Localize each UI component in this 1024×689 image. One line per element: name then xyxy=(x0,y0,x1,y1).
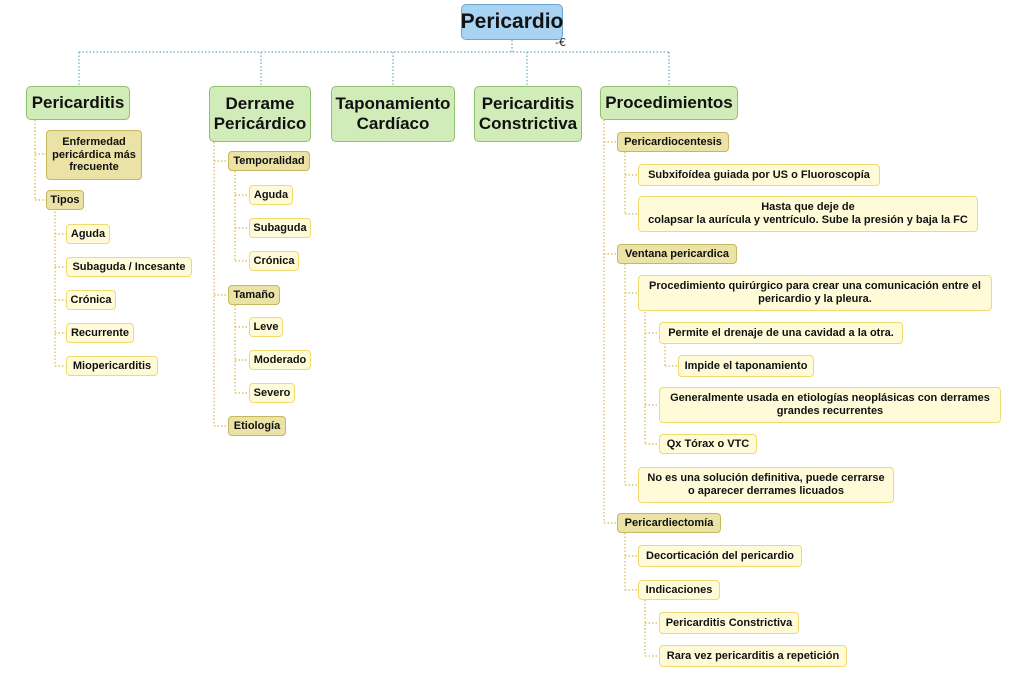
leaf-temporalidad-subaguda[interactable]: Subaguda xyxy=(249,218,311,238)
leaf-no-definitiva[interactable]: No es una solución definitiva, puede cer… xyxy=(638,467,894,503)
leaf-impide-taponamiento[interactable]: Impide el taponamiento xyxy=(678,355,814,377)
leaf-procedimiento-quirurgico[interactable]: Procedimiento quirúrgico para crear una … xyxy=(638,275,992,311)
leaf-temporalidad-aguda[interactable]: Aguda xyxy=(249,185,293,205)
leaf-neoplasicas[interactable]: Generalmente usada en etiologías neoplás… xyxy=(659,387,1001,423)
no-definitiva-label: No es una solución definitiva, puede cer… xyxy=(647,472,885,497)
neoplasicas-label: Generalmente usada en etiologías neoplás… xyxy=(670,392,990,417)
leaf-drenaje[interactable]: Permite el drenaje de una cavidad a la o… xyxy=(659,322,903,344)
branch-derrame-pericardico[interactable]: Derrame Pericárdico xyxy=(209,86,311,142)
leaf-indicacion-repeticion[interactable]: Rara vez pericarditis a repetición xyxy=(659,645,847,667)
branch-pericarditis[interactable]: Pericarditis xyxy=(26,86,130,120)
procedimiento-quirurgico-label: Procedimiento quirúrgico para crear una … xyxy=(649,280,981,305)
leaf-hasta-que-deje[interactable]: Hasta que deje de colapsar la aurícula y… xyxy=(638,196,978,232)
leaf-decorticacion[interactable]: Decorticación del pericardio xyxy=(638,545,802,567)
leaf-indicacion-constrictiva[interactable]: Pericarditis Constrictiva xyxy=(659,612,799,634)
leaf-temporalidad-cronica[interactable]: Crónica xyxy=(249,251,299,271)
leaf-tipo-recurrente[interactable]: Recurrente xyxy=(66,323,134,343)
node-tipos[interactable]: Tipos xyxy=(46,190,84,210)
leaf-tipo-miopericarditis[interactable]: Miopericarditis xyxy=(66,356,158,376)
leaf-qx-torax[interactable]: Qx Tórax o VTC xyxy=(659,434,757,454)
leaf-tipo-cronica[interactable]: Crónica xyxy=(66,290,116,310)
leaf-subxifoidea[interactable]: Subxifoídea guiada por US o Fluoroscopía xyxy=(638,164,880,186)
node-tamano[interactable]: Tamaño xyxy=(228,285,280,305)
leaf-tipo-subaguda[interactable]: Subaguda / Incesante xyxy=(66,257,192,277)
leaf-tipo-aguda[interactable]: Aguda xyxy=(66,224,110,244)
leaf-tamano-moderado[interactable]: Moderado xyxy=(249,350,311,370)
leaf-tamano-leve[interactable]: Leve xyxy=(249,317,283,337)
leaf-indicaciones[interactable]: Indicaciones xyxy=(638,580,720,600)
branch-constrictiva-label: Pericarditis Constrictiva xyxy=(478,93,578,133)
node-ventana-pericardica[interactable]: Ventana pericardica xyxy=(617,244,737,264)
enfermedad-label: Enfermedad pericárdica más frecuente xyxy=(52,135,136,174)
hasta-que-deje-label: Hasta que deje de colapsar la aurícula y… xyxy=(648,201,968,226)
node-temporalidad[interactable]: Temporalidad xyxy=(228,151,310,171)
collapse-marker[interactable]: -€ xyxy=(555,36,566,49)
root-node-pericardio[interactable]: Pericardio xyxy=(461,4,563,40)
branch-derrame-label: Derrame Pericárdico xyxy=(213,93,307,133)
node-etiologia[interactable]: Etiología xyxy=(228,416,286,436)
branch-pericarditis-constrictiva[interactable]: Pericarditis Constrictiva xyxy=(474,86,582,142)
node-enfermedad-frecuente[interactable]: Enfermedad pericárdica más frecuente xyxy=(46,130,142,180)
branch-taponamiento-label: Taponamiento Cardíaco xyxy=(335,93,451,133)
node-pericardiectomia[interactable]: Pericardiectomía xyxy=(617,513,721,533)
leaf-tamano-severo[interactable]: Severo xyxy=(249,383,295,403)
node-pericardiocentesis[interactable]: Pericardiocentesis xyxy=(617,132,729,152)
branch-procedimientos[interactable]: Procedimientos xyxy=(600,86,738,120)
branch-taponamiento-cardiaco[interactable]: Taponamiento Cardíaco xyxy=(331,86,455,142)
